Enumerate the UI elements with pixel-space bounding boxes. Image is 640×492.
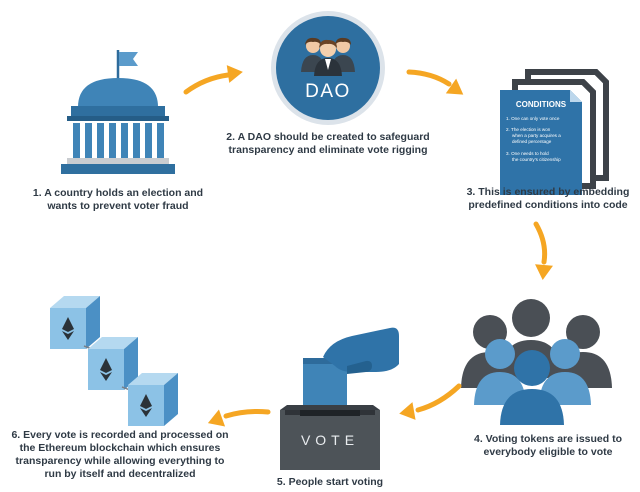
arrow-2-to-3 — [406, 69, 469, 102]
conditions-item-2-line-1: 2. The election is won — [506, 127, 551, 132]
step-3-line-2: predefined conditions into code — [468, 199, 628, 211]
step-4-line-2: everybody eligible to vote — [483, 446, 613, 458]
ethereum-blocks-icon — [50, 296, 178, 426]
conditions-item-1-line-1: 1. One can only vote once — [506, 116, 560, 121]
conditions-item-3-line-1: 3. One needs to hold — [506, 151, 549, 156]
conditions-item-2-line-2: when a party acquires a — [512, 133, 561, 138]
conditions-item-3-line-2: the country's citizenship — [512, 157, 561, 162]
step-5-line-1: 5. People start voting — [276, 476, 384, 488]
step-6-line-3: transparency while allowing everything t… — [15, 455, 225, 467]
step-4-caption: 4. Voting tokens are issued to everybody… — [462, 433, 634, 459]
conditions-documents-icon — [500, 69, 609, 195]
step-4-line-1: 4. Voting tokens are issued to — [473, 433, 622, 445]
step-1-caption: 1. A country holds an election and wants… — [18, 187, 218, 213]
government-building-icon — [61, 50, 175, 174]
flow-arrows — [183, 62, 553, 432]
step-2-caption: 2. A DAO should be created to safeguard … — [212, 131, 444, 157]
ballot-box-label: VOTE — [301, 432, 359, 448]
arrow-4-to-5 — [397, 383, 462, 423]
ballot-box-icon — [280, 327, 399, 470]
conditions-document-text: CONDITIONS 1. One can only vote once 2. … — [506, 100, 567, 162]
arrow-3-to-4 — [533, 221, 553, 281]
step-6-caption: 6. Every vote is recorded and processed … — [4, 429, 236, 481]
step-6-line-1: 6. Every vote is recorded and processed … — [11, 429, 229, 441]
step-3-line-1: 3. This is ensured by embedding — [466, 186, 630, 198]
people-group-icon — [461, 299, 612, 425]
step-6-line-2: the Ethereum blockchain which ensures — [19, 442, 221, 454]
conditions-title: CONDITIONS — [516, 100, 567, 109]
step-1-line-2: wants to prevent voter fraud — [47, 200, 189, 212]
arrow-1-to-2 — [183, 62, 245, 95]
step-3-caption: 3. This is ensured by embedding predefin… — [462, 186, 634, 212]
arrow-5-to-6 — [204, 409, 271, 432]
step-1-line-1: 1. A country holds an election and — [32, 187, 204, 199]
step-2-line-2: transparency and eliminate vote rigging — [228, 144, 428, 156]
step-6-line-4: run by itself and decentralized — [44, 468, 196, 480]
step-2-line-1: 2. A DAO should be created to safeguard — [226, 131, 430, 143]
conditions-item-2-line-3: defined percentage — [512, 139, 552, 144]
step-5-caption: 5. People start voting — [250, 476, 410, 489]
dao-badge-icon — [271, 11, 385, 125]
dao-badge-label: DAO — [305, 81, 351, 102]
